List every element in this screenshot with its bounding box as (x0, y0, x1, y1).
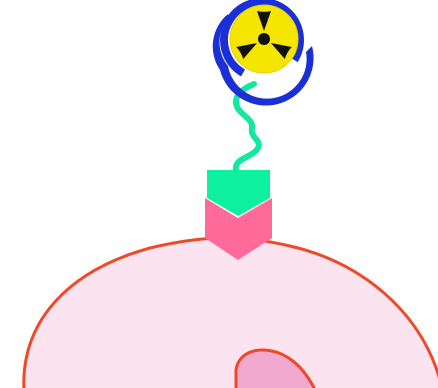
cell-membrane (24, 238, 438, 388)
